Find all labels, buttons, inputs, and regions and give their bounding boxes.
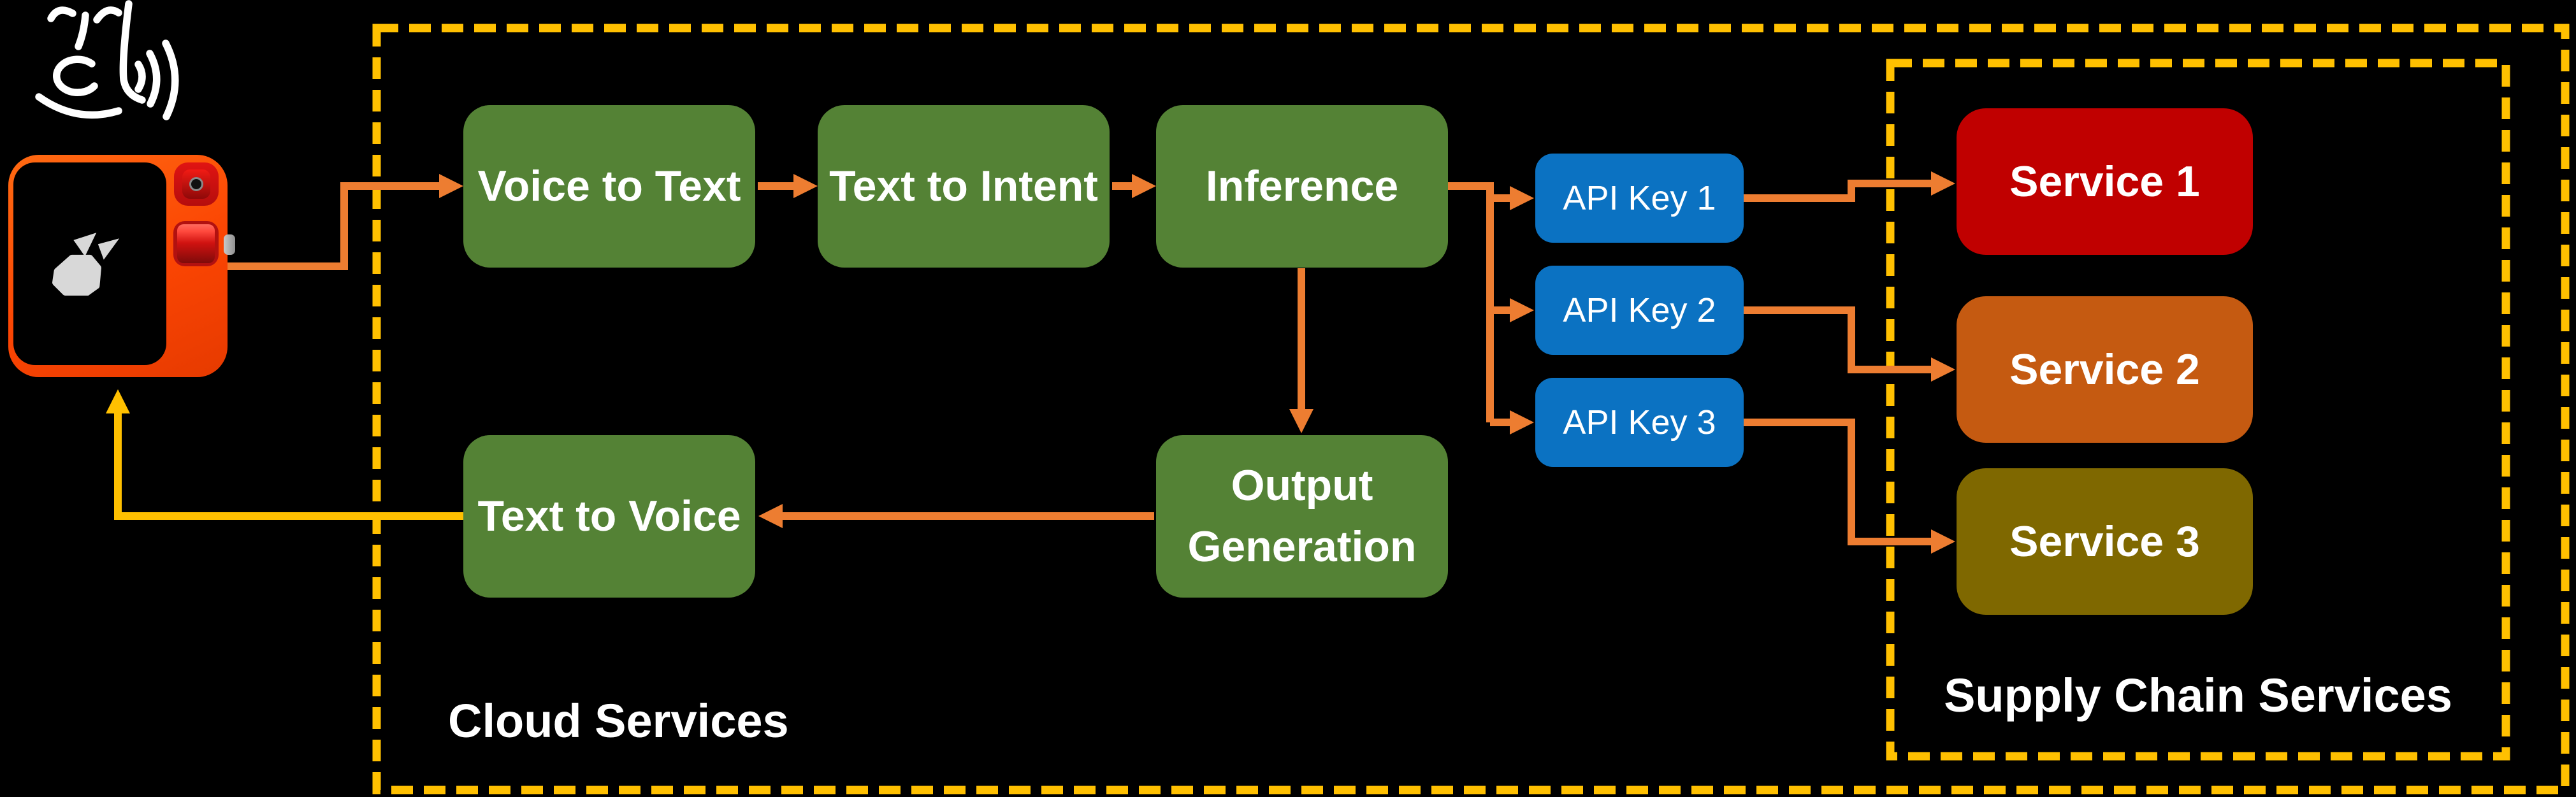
mouth xyxy=(53,55,98,96)
device-scroll-wheel-roller xyxy=(177,224,215,263)
speaking-face-icon xyxy=(35,0,179,120)
node-service-3-label: Service 3 xyxy=(2009,517,2200,566)
arrowhead-apikey1 xyxy=(1510,186,1534,210)
arrowhead-intent-to-inference xyxy=(1132,174,1156,198)
device-camera xyxy=(174,162,219,206)
face-profile xyxy=(119,0,146,104)
arrow-device-to-voicetext xyxy=(228,182,439,270)
arrowhead-device-to-voicetext xyxy=(439,174,463,198)
node-service-2-label: Service 2 xyxy=(2009,345,2200,394)
node-api-key-3: API Key 3 xyxy=(1535,378,1744,467)
sound-wave-2 xyxy=(146,50,161,108)
rabbit-ear-left xyxy=(73,233,97,257)
cloud-services-boundary xyxy=(372,24,2570,794)
rabbit-ear-right xyxy=(98,238,120,260)
node-service-1: Service 1 xyxy=(1957,108,2253,255)
supply-chain-boundary xyxy=(1886,59,2510,761)
node-api-key-3-label: API Key 3 xyxy=(1563,403,1716,442)
device-camera-housing xyxy=(182,169,210,199)
arrow-textvoice-to-device xyxy=(114,413,463,520)
node-text-to-voice: Text to Voice xyxy=(463,435,755,598)
nose xyxy=(75,11,89,50)
arrowhead-output-to-textvoice xyxy=(758,504,783,528)
arrow-apikey2-to-service2 xyxy=(1744,306,1931,373)
node-api-key-1: API Key 1 xyxy=(1535,154,1744,243)
rabbit-head xyxy=(52,254,101,296)
node-service-3: Service 3 xyxy=(1957,468,2253,615)
node-inference-label: Inference xyxy=(1205,161,1399,210)
device-camera-lens xyxy=(189,177,203,191)
arrowhead-apikey2 xyxy=(1510,298,1534,322)
sound-wave-1 xyxy=(134,61,146,93)
node-api-key-1-label: API Key 1 xyxy=(1563,179,1716,217)
device-screen xyxy=(13,162,166,365)
left-eyebrow xyxy=(47,6,76,22)
connector-inference-to-apikeys xyxy=(1448,182,1494,422)
device-side-button xyxy=(224,234,235,255)
node-voice-to-text-label: Voice to Text xyxy=(477,161,741,210)
node-api-key-2-label: API Key 2 xyxy=(1563,291,1716,329)
arrowhead-service3 xyxy=(1931,529,1955,554)
arrowhead-service2 xyxy=(1931,357,1955,382)
node-service-2: Service 2 xyxy=(1957,296,2253,443)
rabbit-logo-icon xyxy=(52,233,120,296)
node-text-to-intent-label: Text to Intent xyxy=(829,161,1098,210)
chin xyxy=(35,93,122,119)
supply-chain-services-label: Supply Chain Services xyxy=(1944,669,2452,722)
arrow-apikey1-to-service1 xyxy=(1744,180,1931,202)
node-voice-to-text: Voice to Text xyxy=(463,105,755,268)
arrowhead-service1 xyxy=(1931,171,1955,196)
sound-wave-3 xyxy=(162,39,179,120)
cloud-services-label: Cloud Services xyxy=(448,694,789,747)
arrow-apikey3-to-service3 xyxy=(1744,419,1931,545)
node-inference: Inference xyxy=(1156,105,1448,268)
arrowhead-inference-to-output xyxy=(1289,409,1313,433)
arrowhead-voicetext-to-intent xyxy=(793,174,818,198)
voice-assistant-device xyxy=(8,155,235,377)
node-api-key-2: API Key 2 xyxy=(1535,266,1744,355)
right-eyebrow xyxy=(93,6,122,24)
device-scroll-wheel xyxy=(173,221,219,266)
arrowhead-textvoice-to-device xyxy=(106,389,130,413)
node-service-1-label: Service 1 xyxy=(2009,157,2200,206)
node-text-to-intent: Text to Intent xyxy=(818,105,1110,268)
node-output-generation-label: Output Generation xyxy=(1187,461,1417,571)
arrowhead-apikey3 xyxy=(1510,410,1534,434)
node-text-to-voice-label: Text to Voice xyxy=(477,491,741,540)
node-output-generation: Output Generation xyxy=(1156,435,1448,598)
